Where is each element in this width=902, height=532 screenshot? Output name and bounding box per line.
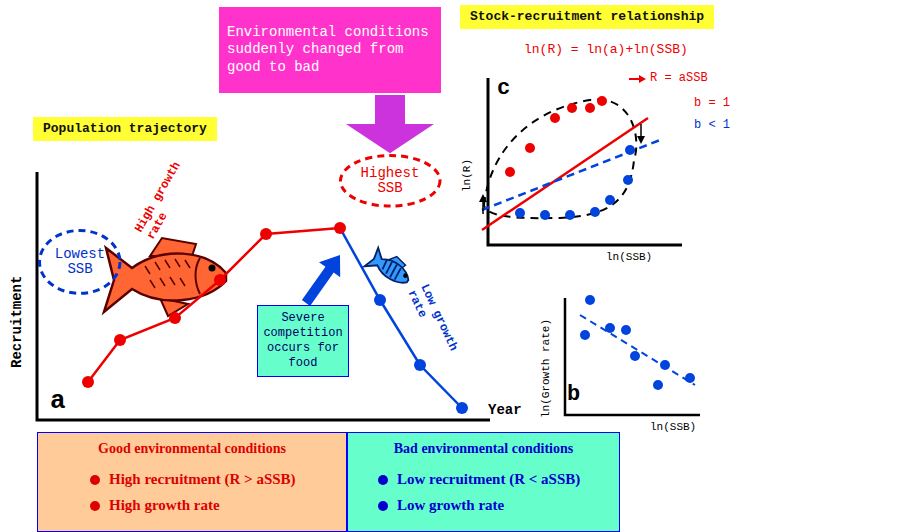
line-label: b = 1 <box>694 96 730 110</box>
bullet-text: Low recruitment (R < aSSB) <box>397 471 580 487</box>
dashed-ellipse <box>40 231 120 294</box>
band-heading: Bad environmental conditions <box>348 441 619 457</box>
fit-line <box>580 315 695 385</box>
event-text: Environmental conditions suddenly change… <box>227 24 433 77</box>
ellipse-text: Highest SSB <box>357 166 423 197</box>
section-tag: Population trajectory <box>33 117 217 141</box>
bullet-row: Low growth rate <box>348 497 619 515</box>
annotation-text: High growth rate <box>132 154 200 243</box>
axis-label: Year <box>488 402 522 419</box>
pointer-arrow <box>302 255 340 306</box>
condition-band: Good environmental conditionsHigh recrui… <box>37 432 347 532</box>
data-points <box>505 96 607 177</box>
line-label: R = aSSB <box>650 71 708 85</box>
band-heading: Good environmental conditions <box>38 441 346 457</box>
bullet-text: Low growth rate <box>397 497 504 513</box>
red-fish <box>104 238 226 316</box>
bullet-text: High recruitment (R > aSSB) <box>109 471 296 487</box>
panel-letter: a <box>50 386 66 417</box>
small-arrow <box>637 136 645 144</box>
fit-line <box>482 140 660 210</box>
section-tag: Stock-recruitment relationship <box>460 5 714 29</box>
block-arrow <box>346 95 434 153</box>
small-arrow <box>479 194 487 202</box>
panel-letter: b <box>567 382 580 408</box>
dashed-ellipse <box>340 156 440 207</box>
bullet-row: High recruitment (R > aSSB) <box>38 471 346 489</box>
note-text: Severe competition occurs for food <box>263 311 343 371</box>
axis-label: ln(Growth rate) <box>540 319 553 418</box>
dashed-ellipse: Lowest SSB <box>38 229 121 295</box>
small-arrow <box>482 200 484 214</box>
blue-fish <box>364 244 415 291</box>
ellipse-text: Lowest SSB <box>50 247 110 278</box>
axis <box>565 298 700 415</box>
note-box: Severe competition occurs for food <box>257 305 349 377</box>
axis-label: ln(SSB) <box>650 421 696 434</box>
tag-text: Stock-recruitment relationship <box>470 9 704 25</box>
bullet-dot <box>90 475 100 485</box>
bullet-dot <box>378 475 388 485</box>
condition-band: Bad environmental conditionsLow recruitm… <box>347 432 620 532</box>
axis <box>37 172 490 420</box>
fit-line <box>482 118 648 230</box>
bullet-dot <box>90 501 100 511</box>
axis-label: ln(R) <box>461 159 474 192</box>
small-arrow <box>639 75 646 83</box>
bullet-dot <box>378 501 388 511</box>
data-points <box>515 145 635 220</box>
axis-label: Recruitment <box>9 276 26 368</box>
line-label: b < 1 <box>694 118 730 132</box>
annotation-text: Low growth rate <box>404 282 466 372</box>
axis-label: ln(SSB) <box>606 251 652 264</box>
equation-text: ln(R) = ln(a)+ln(SSB) <box>524 42 688 58</box>
bullet-row: Low recruitment (R < aSSB) <box>348 471 619 489</box>
bullet-text: High growth rate <box>109 497 220 513</box>
tag-text: Population trajectory <box>43 121 207 137</box>
small-arrow <box>640 124 642 138</box>
dashed-ellipse: Highest SSB <box>339 154 442 208</box>
panel-letter: c <box>497 76 510 102</box>
event-box: Environmental conditions suddenly change… <box>219 7 441 93</box>
data-points <box>580 295 695 390</box>
bullet-row: High growth rate <box>38 497 346 515</box>
